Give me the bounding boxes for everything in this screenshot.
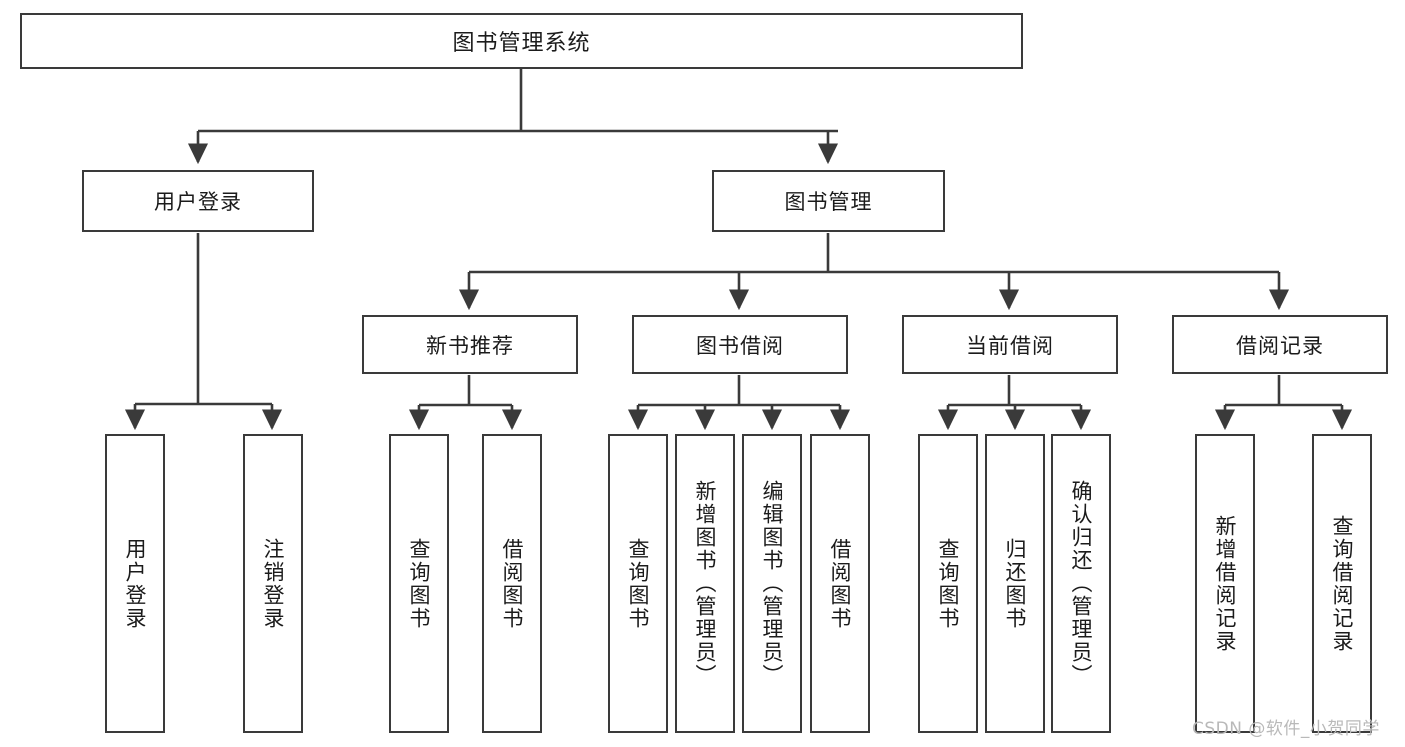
node-label: 图书借阅 — [696, 333, 784, 358]
leaf-borrow-record-add[interactable]: 新增借阅记录 — [1195, 434, 1255, 733]
node-book-management[interactable]: 图书管理 — [712, 170, 945, 232]
watermark-text: CSDN @软件_小贺同学 — [1192, 719, 1380, 739]
node-label: 编辑图书（管理员） — [760, 480, 785, 687]
node-user-login[interactable]: 用户登录 — [82, 170, 314, 232]
node-label: 图书管理系统 — [452, 31, 591, 56]
leaf-book-borrow-lend[interactable]: 借阅图书 — [810, 434, 870, 733]
leaf-user-login-signout[interactable]: 注销登录 — [243, 434, 303, 733]
node-label: 借阅记录 — [1236, 333, 1324, 358]
node-label: 用户登录 — [154, 190, 242, 214]
leaf-book-borrow-edit[interactable]: 编辑图书（管理员） — [742, 434, 802, 733]
node-new-book-recommend[interactable]: 新书推荐 — [362, 315, 578, 374]
leaf-book-borrow-query[interactable]: 查询图书 — [608, 434, 668, 733]
node-label: 查询借阅记录 — [1330, 514, 1355, 653]
node-root-system[interactable]: 图书管理系统 — [20, 13, 1023, 69]
node-label: 借阅图书 — [500, 537, 525, 630]
node-label: 注销登录 — [261, 537, 286, 630]
node-label: 当前借阅 — [966, 333, 1054, 358]
leaf-book-borrow-add[interactable]: 新增图书（管理员） — [675, 434, 735, 733]
node-borrow-record[interactable]: 借阅记录 — [1172, 315, 1388, 374]
leaf-current-borrow-confirm-return[interactable]: 确认归还（管理员） — [1051, 434, 1111, 733]
node-label: 查询图书 — [407, 537, 432, 630]
node-label: 新增借阅记录 — [1213, 514, 1238, 653]
node-current-borrow[interactable]: 当前借阅 — [902, 315, 1118, 374]
node-label: 确认归还（管理员） — [1069, 480, 1094, 687]
node-label: 新书推荐 — [426, 333, 514, 358]
leaf-new-book-borrow[interactable]: 借阅图书 — [482, 434, 542, 733]
leaf-new-book-query[interactable]: 查询图书 — [389, 434, 449, 733]
node-label: 借阅图书 — [828, 537, 853, 630]
node-label: 查询图书 — [936, 537, 961, 630]
leaf-user-login-signin[interactable]: 用户登录 — [105, 434, 165, 733]
node-label: 图书管理 — [784, 190, 873, 214]
node-label: 新增图书（管理员） — [693, 480, 718, 687]
leaf-current-borrow-return[interactable]: 归还图书 — [985, 434, 1045, 733]
node-label: 查询图书 — [626, 537, 651, 630]
leaf-current-borrow-query[interactable]: 查询图书 — [918, 434, 978, 733]
node-label: 归还图书 — [1003, 537, 1028, 630]
leaf-borrow-record-query[interactable]: 查询借阅记录 — [1312, 434, 1372, 733]
node-label: 用户登录 — [123, 537, 148, 630]
node-book-borrow[interactable]: 图书借阅 — [632, 315, 848, 374]
